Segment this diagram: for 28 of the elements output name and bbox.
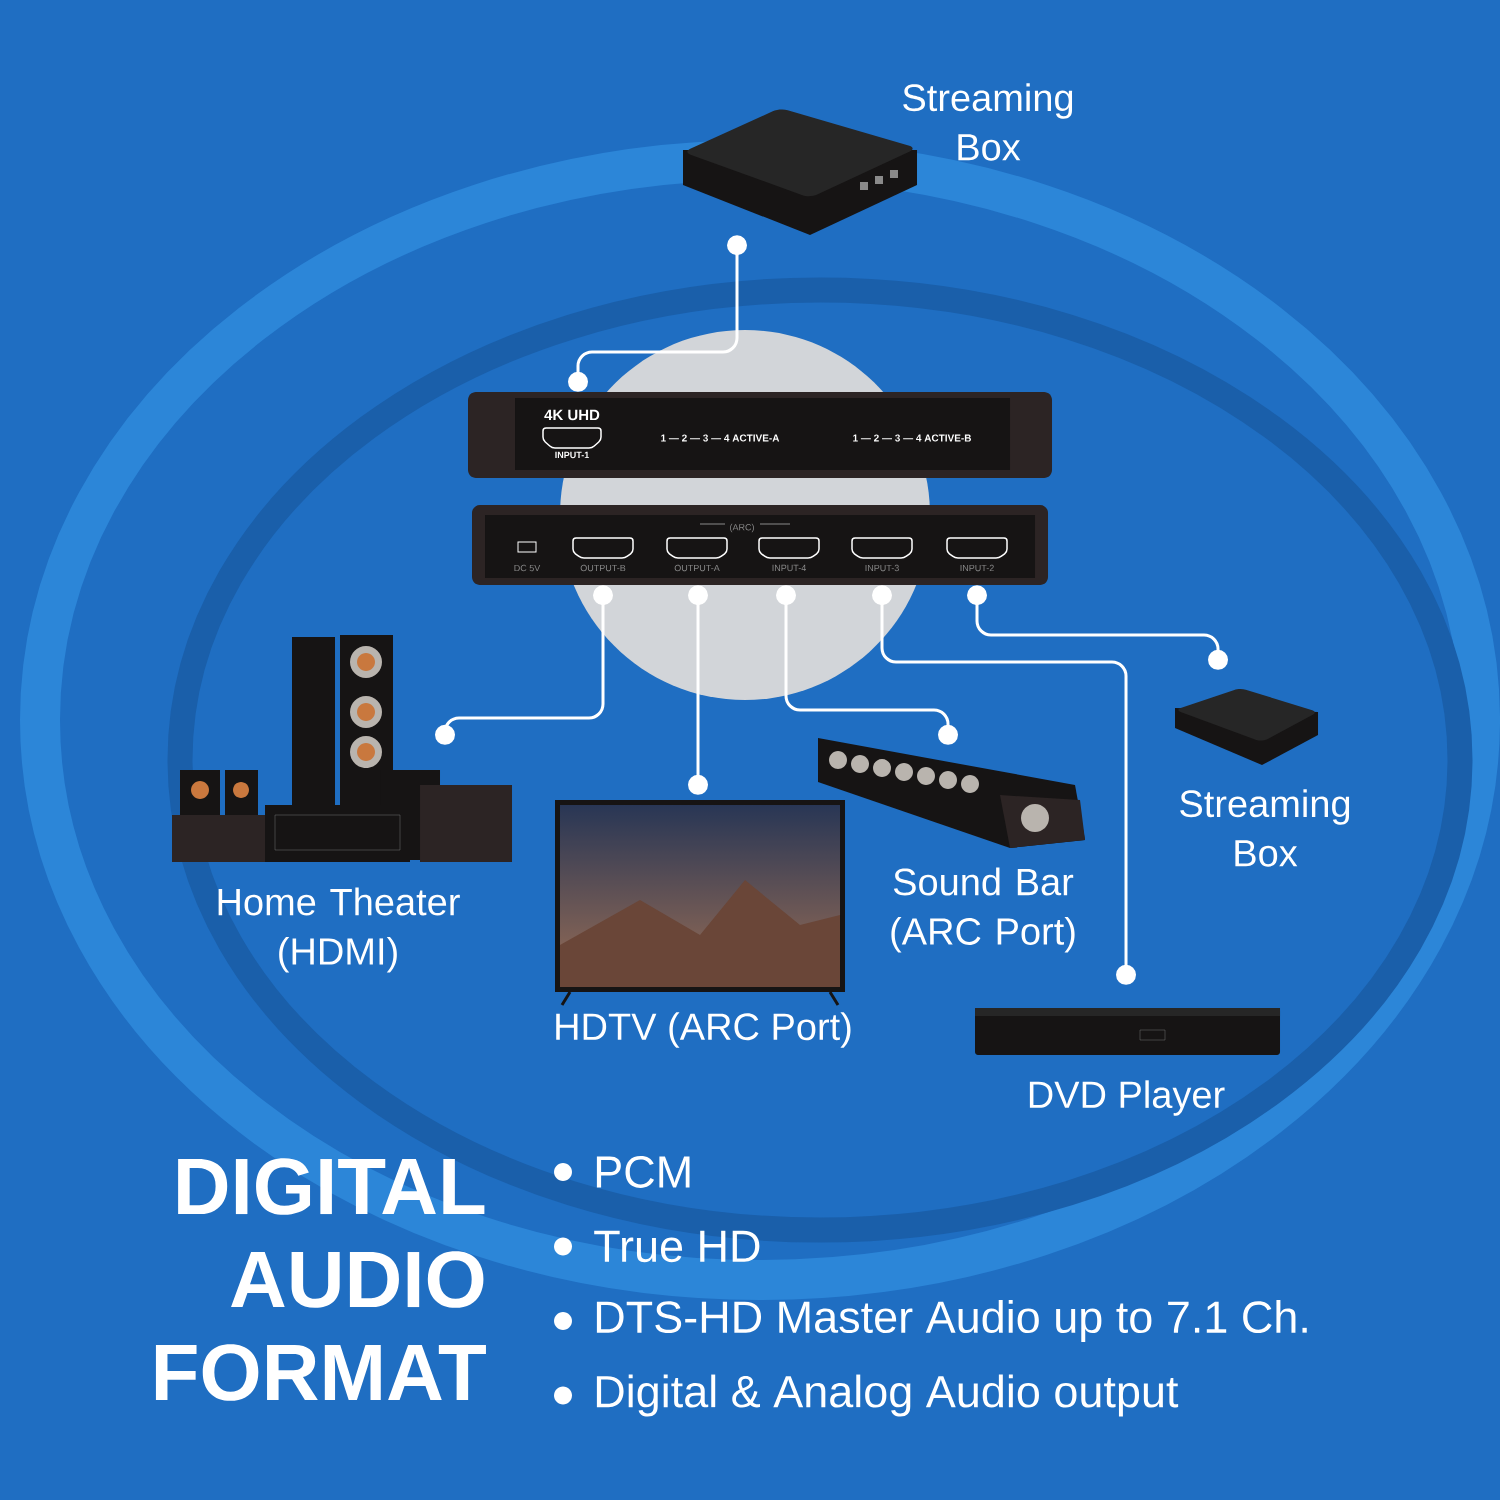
bullet-item: PCM xyxy=(554,1156,690,1188)
panel-label: 1 — 2 — 3 — 4 ACTIVE-B xyxy=(853,434,971,442)
connector-line xyxy=(776,585,958,745)
port-label: INPUT-3 xyxy=(865,564,899,572)
bullet-item: True HD xyxy=(554,1230,760,1263)
port-label: OUTPUT-A xyxy=(674,564,720,572)
bullet-item: Digital & Analog Audio output xyxy=(554,1374,1179,1417)
heading: DIGITAL AUDIO FORMAT xyxy=(155,1158,486,1401)
panel-label: 4K UHD xyxy=(544,409,600,421)
connector-line xyxy=(688,585,708,795)
device-label: HDTV (ARC Port) xyxy=(556,1012,851,1048)
connector-line xyxy=(568,235,747,392)
port-label: DC 5V xyxy=(514,564,541,572)
bullet-item: DTS-HD Master Audio up to 7.1 Ch. xyxy=(554,1300,1307,1342)
device-label: Home Theater (HDMI) xyxy=(218,887,460,973)
connector-line xyxy=(967,585,1228,670)
port-label: INPUT-2 xyxy=(960,564,994,572)
port-label: INPUT-4 xyxy=(772,564,806,572)
connector-line xyxy=(872,585,1136,985)
device-label: Sound Bar (ARC Port) xyxy=(891,867,1075,953)
device-label: Streaming Box xyxy=(1180,789,1350,867)
panel-label: 1 — 2 — 3 — 4 ACTIVE-A xyxy=(661,434,780,442)
device-label: Streaming Box xyxy=(903,83,1073,161)
port-label: OUTPUT-B xyxy=(580,564,626,572)
panel-label: INPUT-1 xyxy=(555,451,589,459)
port-label: (ARC) xyxy=(730,523,754,533)
device-label: DVD Player xyxy=(1029,1080,1225,1116)
connector-line xyxy=(435,585,613,745)
